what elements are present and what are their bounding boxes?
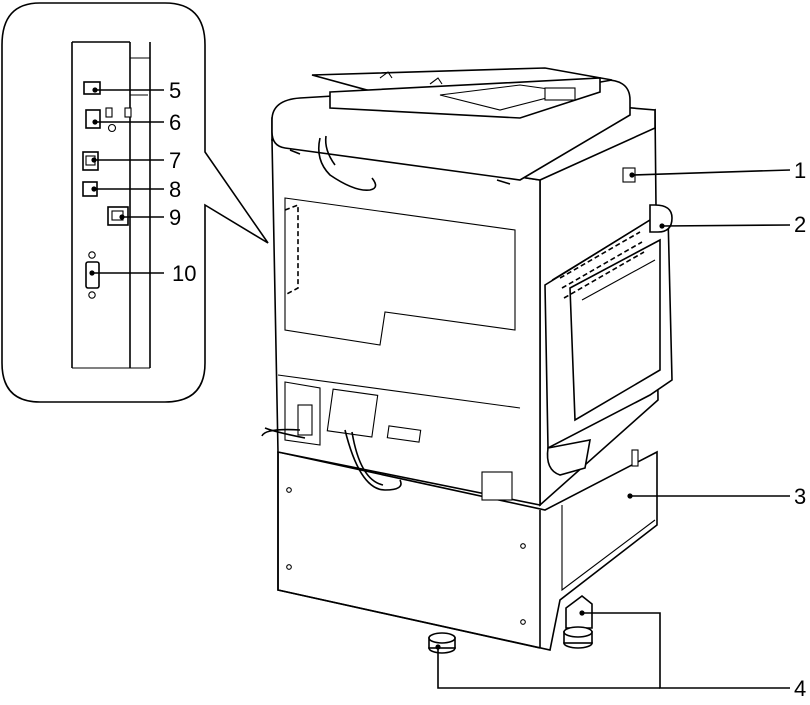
callout-3: 3 bbox=[794, 484, 806, 509]
callout-10: 10 bbox=[172, 261, 196, 286]
callout-1: 1 bbox=[794, 158, 806, 183]
vent-grille-icon bbox=[559, 231, 645, 299]
usb-b-port-icon bbox=[82, 181, 164, 197]
phone-line-port-icon bbox=[107, 206, 164, 226]
serial-port-icon bbox=[85, 251, 164, 299]
document-feeder bbox=[271, 67, 631, 192]
caster-left-icon bbox=[428, 632, 456, 654]
card-reader-port-icon bbox=[85, 107, 164, 133]
callout-7: 7 bbox=[169, 148, 181, 173]
connector-inset: 5 6 7 8 9 10 bbox=[1, 2, 269, 403]
callout-5: 5 bbox=[169, 78, 181, 103]
stabilizer-right-icon bbox=[563, 594, 593, 649]
callout-2: 2 bbox=[794, 212, 806, 237]
callout-9: 9 bbox=[169, 205, 181, 230]
leader-lines bbox=[437, 169, 791, 689]
callout-8: 8 bbox=[169, 177, 181, 202]
callout-6: 6 bbox=[169, 110, 181, 135]
cabinet-stand bbox=[277, 449, 658, 651]
usb-port-icon bbox=[83, 81, 164, 95]
callout-4: 4 bbox=[794, 676, 806, 701]
ethernet-port-icon bbox=[82, 151, 164, 171]
